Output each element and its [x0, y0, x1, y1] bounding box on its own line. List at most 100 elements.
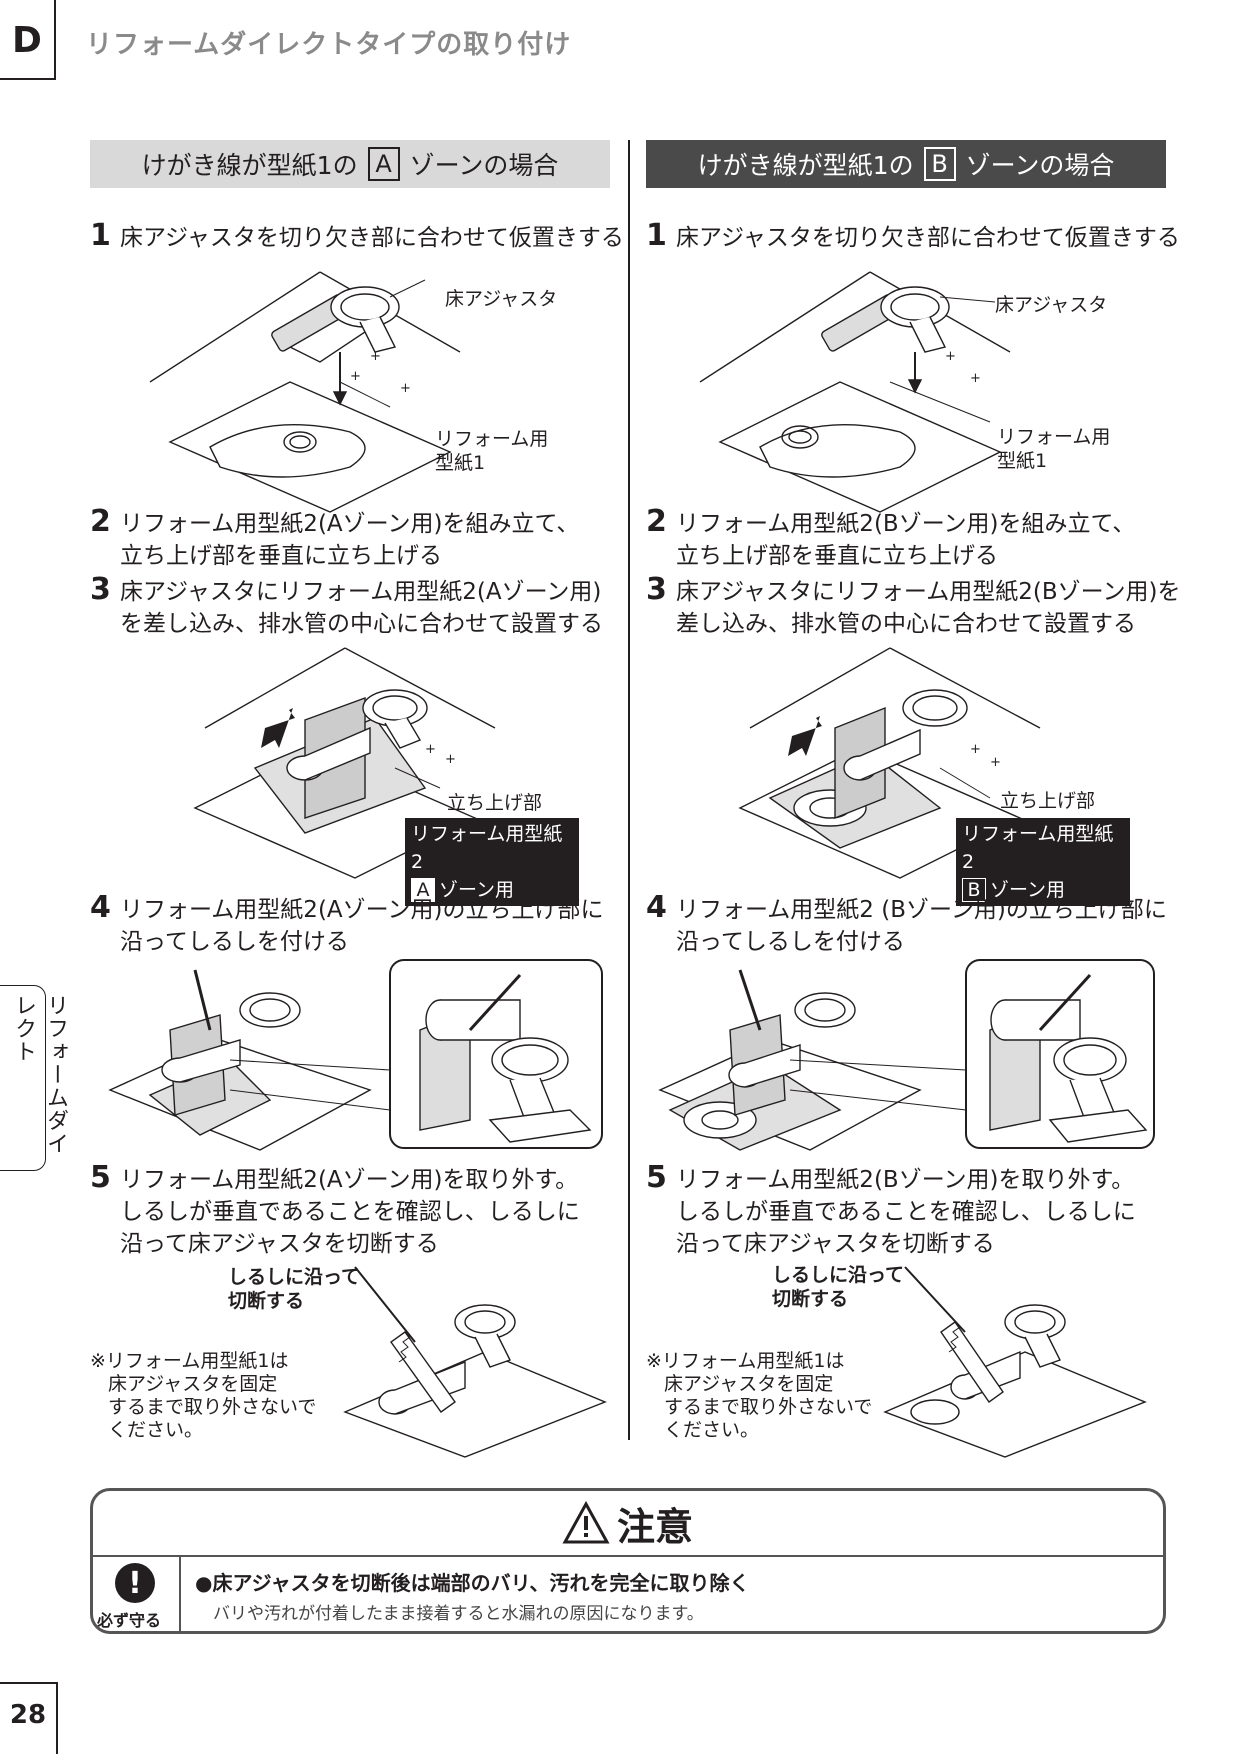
note-a: ※リフォーム用型紙1は 床アジャスタを固定 するまで取り外さないで ください。	[90, 1350, 316, 1442]
step-text: 沿ってしるしを付ける	[120, 929, 349, 955]
label-riser-3a: 立ち上げ部	[447, 792, 543, 814]
label-floor-adjuster-1a: 床アジャスタ	[445, 288, 558, 310]
step-text: 床アジャスタにリフォーム用型紙2(Bゾーン用)を	[676, 579, 1181, 605]
column-a-header: けがき線が型紙1の A ゾーンの場合	[90, 140, 610, 188]
svg-text:+: +	[990, 755, 1001, 770]
svg-text:+: +	[350, 369, 361, 384]
step-3-a: 3 床アジャスタにリフォーム用型紙2(Aゾーン用) を差し込み、排水管の中心に合…	[90, 572, 603, 640]
step-number: 3	[90, 572, 111, 607]
note-line: 床アジャスタを固定	[108, 1373, 278, 1395]
note-line: するまで取り外さないで	[664, 1396, 873, 1418]
label-cut-a: 切断する	[228, 1290, 305, 1312]
must-cell: ! 必ず守る	[93, 1555, 181, 1631]
step-text: 沿って床アジャスタを切断する	[676, 1231, 995, 1257]
step-4-a: 4 リフォーム用型紙2(Aゾーン用)の立ち上げ部に 沿ってしるしを付ける	[90, 890, 604, 958]
zone-use-text-b: ゾーン用	[990, 879, 1066, 901]
step-text: 立ち上げ部を垂直に立ち上げる	[676, 543, 998, 569]
must-label: 必ず守る	[97, 1611, 162, 1630]
note-line: ください。	[108, 1419, 204, 1441]
svg-text:+: +	[370, 349, 381, 364]
step-number: 3	[646, 572, 667, 607]
label-template2-b: リフォーム用型紙2	[962, 823, 1114, 873]
illustration-step1-b: + +	[699, 271, 1011, 513]
step-text: リフォーム用型紙2(Bゾーン用)を取り外す。	[676, 1167, 1135, 1193]
illustration-step5-a	[343, 1266, 607, 1458]
caution-title: 注意	[616, 1504, 693, 1549]
note-b: ※リフォーム用型紙1は 床アジャスタを固定 するまで取り外さないで ください。	[646, 1350, 872, 1442]
step-number: 1	[646, 218, 667, 253]
page-title: リフォームダイレクトタイプの取り付け	[86, 30, 572, 60]
step-1-a: 1 床アジャスタを切り欠き部に合わせて仮置きする	[90, 218, 624, 254]
step-text: しるしが垂直であることを確認し、しるしに	[676, 1199, 1136, 1225]
label-floor-adjuster-1b: 床アジャスタ	[995, 294, 1108, 316]
note-line: するまで取り外さないで	[108, 1396, 317, 1418]
column-b-header: けがき線が型紙1の B ゾーンの場合	[646, 140, 1166, 188]
step-text: 床アジャスタを切り欠き部に合わせて仮置きする	[120, 225, 624, 251]
label-template1-1b: リフォーム用	[997, 426, 1111, 448]
exclamation-icon: !	[115, 1563, 155, 1603]
column-a-head-pre: けがき線が型紙1の	[141, 151, 358, 180]
label-cut-along-b: しるしに沿って	[772, 1264, 905, 1286]
step-5-a: 5 リフォーム用型紙2(Aゾーン用)を取り外す。 しるしが垂直であることを確認し…	[90, 1160, 580, 1260]
step-text: 差し込み、排水管の中心に合わせて設置する	[676, 611, 1136, 637]
step-1-b: 1 床アジャスタを切り欠き部に合わせて仮置きする	[646, 218, 1180, 254]
step-2-a: 2 リフォーム用型紙2(Aゾーン用)を組み立て、 立ち上げ部を垂直に立ち上げる	[90, 504, 580, 572]
section-letter-box: D	[0, 0, 56, 80]
illustration-step4-a	[108, 959, 603, 1151]
svg-text:+: +	[970, 371, 981, 386]
zone-b-mini-badge: B	[962, 878, 986, 902]
step-2-b: 2 リフォーム用型紙2(Bゾーン用)を組み立て、 立ち上げ部を垂直に立ち上げる	[646, 506, 1136, 572]
svg-text:+: +	[425, 742, 436, 757]
step-text: 床アジャスタにリフォーム用型紙2(Aゾーン用)	[120, 579, 602, 605]
step-text: リフォーム用型紙2(Aゾーン用)の立ち上げ部に	[120, 897, 604, 923]
zone-b-badge: B	[923, 147, 956, 181]
warning-triangle-icon	[562, 1500, 610, 1544]
svg-text:+: +	[945, 349, 956, 364]
step-3-b: 3 床アジャスタにリフォーム用型紙2(Bゾーン用)を 差し込み、排水管の中心に合…	[646, 572, 1181, 640]
illustration-step5-b	[883, 1266, 1147, 1458]
step-text: リフォーム用型紙2 (Bゾーン用)の立ち上げ部に	[676, 897, 1167, 923]
note-line: ください。	[664, 1419, 760, 1441]
illustration-step3-b: + +	[738, 647, 1041, 879]
step-4-b: 4 リフォーム用型紙2 (Bゾーン用)の立ち上げ部に 沿ってしるしを付ける	[646, 890, 1167, 958]
label-riser-3b: 立ち上げ部	[1000, 790, 1096, 812]
zone-use-text-a: ゾーン用	[439, 879, 515, 901]
svg-text:+: +	[970, 742, 981, 757]
column-b-head-post: ゾーンの場合	[965, 151, 1115, 180]
section-letter: D	[12, 20, 42, 61]
note-line: ※リフォーム用型紙1は	[646, 1350, 845, 1372]
label-template1-name-1b: 型紙1	[997, 450, 1048, 472]
step-number: 5	[90, 1160, 111, 1195]
svg-text:+: +	[400, 381, 411, 396]
step-number: 4	[90, 890, 111, 925]
step-text: を差し込み、排水管の中心に合わせて設置する	[120, 611, 603, 637]
step-text: しるしが垂直であることを確認し、しるしに	[120, 1199, 580, 1225]
note-line: ※リフォーム用型紙1は	[90, 1350, 289, 1372]
label-cut-b: 切断する	[772, 1288, 849, 1310]
side-index-tab: リフォームダイレクト	[0, 985, 68, 1171]
step-number: 2	[90, 504, 111, 539]
illustration-step1-a: + + +	[149, 271, 461, 513]
label-cut-along-a: しるしに沿って	[228, 1266, 361, 1288]
label-template1-1a: リフォーム用	[435, 428, 549, 450]
page-number: 28	[0, 1682, 58, 1754]
caution-title-row: 注意	[93, 1491, 1163, 1557]
step-text: リフォーム用型紙2(Bゾーン用)を組み立て、	[676, 511, 1136, 537]
step-text: 立ち上げ部を垂直に立ち上げる	[120, 543, 442, 569]
svg-text:+: +	[445, 752, 456, 767]
caution-main-text: ●床アジャスタを切断後は端部のバリ、汚れを完全に取り除く	[195, 1571, 750, 1595]
note-line: 床アジャスタを固定	[664, 1373, 834, 1395]
step-text: 沿って床アジャスタを切断する	[120, 1231, 439, 1257]
step-number: 4	[646, 890, 667, 925]
column-divider	[628, 140, 630, 1440]
step-text: リフォーム用型紙2(Aゾーン用)を取り外す。	[120, 1167, 579, 1193]
step-number: 1	[90, 218, 111, 253]
step-text: リフォーム用型紙2(Aゾーン用)を組み立て、	[120, 511, 580, 537]
step-text: 床アジャスタを切り欠き部に合わせて仮置きする	[676, 225, 1180, 251]
illustration-step4-b	[658, 959, 1155, 1151]
step-number: 5	[646, 1160, 667, 1195]
column-b-head-pre: けがき線が型紙1の	[697, 151, 914, 180]
